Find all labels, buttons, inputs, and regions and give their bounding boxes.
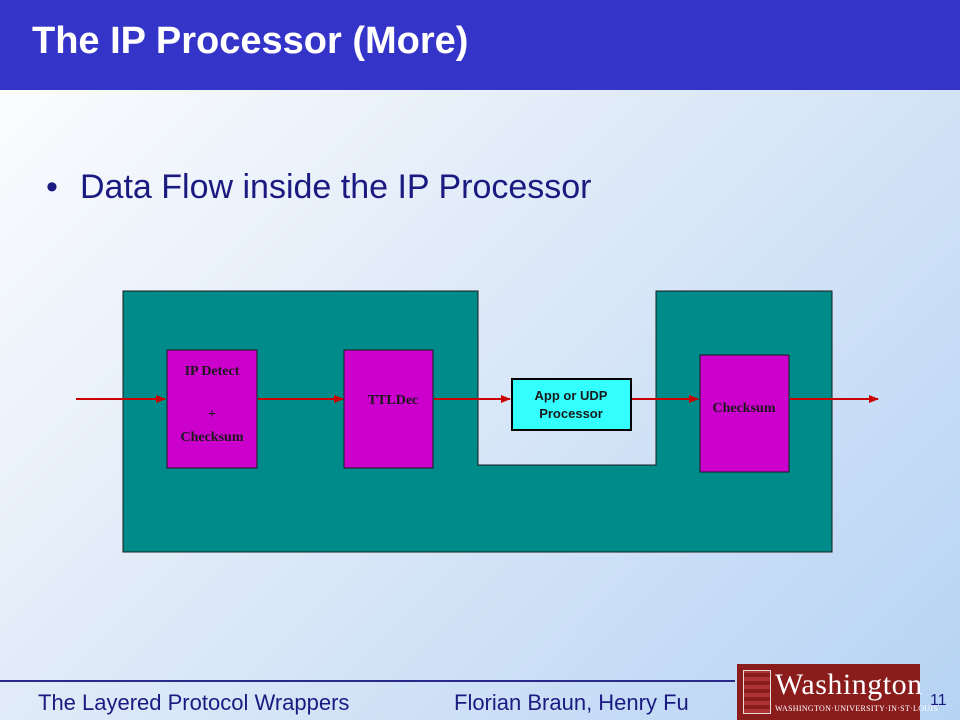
app-udp-processor-block bbox=[511, 378, 632, 431]
checksum-block bbox=[699, 354, 790, 473]
ttldec-label: TTLDec bbox=[368, 393, 419, 408]
washington-university-logo: Washington WASHINGTON·UNIVERSITY·IN·ST·L… bbox=[737, 664, 938, 720]
bullet-text: Data Flow inside the IP Processor bbox=[80, 168, 592, 206]
bullet-dot-icon: • bbox=[46, 168, 58, 206]
footer-divider bbox=[0, 680, 735, 682]
ip-detect-label-2: + bbox=[208, 407, 216, 422]
ip-detect-label-3: Checksum bbox=[180, 430, 243, 445]
app-label-2: Processor bbox=[539, 406, 603, 421]
slide-title: The IP Processor (More) bbox=[32, 20, 469, 62]
app-label-1: App or UDP bbox=[535, 388, 608, 403]
bullet-item: • Data Flow inside the IP Processor bbox=[46, 168, 592, 207]
footer-authors: Florian Braun, Henry Fu bbox=[454, 690, 689, 715]
page-number: 11 bbox=[930, 692, 947, 709]
ip-processor-container bbox=[122, 290, 833, 553]
university-shield-icon bbox=[743, 670, 771, 714]
title-bar: The IP Processor (More) bbox=[0, 0, 960, 90]
ip-detect-label-1: IP Detect bbox=[185, 364, 240, 379]
logo-subtitle: WASHINGTON·UNIVERSITY·IN·ST·LOUIS bbox=[775, 704, 939, 713]
ip-detect-block bbox=[166, 349, 258, 469]
ttldec-block bbox=[343, 349, 434, 469]
checksum-label: Checksum bbox=[712, 401, 775, 416]
logo-wordmark: Washington bbox=[775, 668, 923, 701]
footer-title: The Layered Protocol Wrappers bbox=[38, 690, 350, 715]
